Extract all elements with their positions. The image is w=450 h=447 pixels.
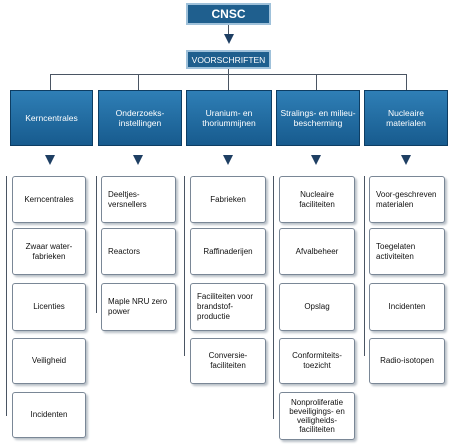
list-item: Voor-geschreven materialen — [369, 176, 445, 223]
drop-line-3 — [228, 74, 229, 90]
column-header-label: Onderzoeks-instellingen — [115, 108, 165, 128]
spine-col-4 — [273, 176, 274, 419]
spine-col-2 — [96, 176, 97, 313]
list-item: Raffinaderijen — [190, 228, 266, 275]
list-item-label: Nucleaire faciliteiten — [299, 189, 335, 209]
column-header-5: Nucleaire materialen — [364, 90, 448, 146]
list-item: Conformiteits-toezicht — [279, 338, 355, 384]
list-item: Kerncentrales — [12, 176, 86, 223]
list-item: Nonproliferatie beveiligings- en veiligh… — [279, 392, 355, 440]
column-header-1: Kerncentrales — [10, 90, 93, 146]
list-item: Conversie-faciliteiten — [190, 338, 266, 384]
list-item-label: Afvalbeheer — [295, 246, 339, 256]
arrow-down-icon — [401, 155, 411, 165]
column-header-3: Uranium- en thoriummijnen — [186, 90, 272, 146]
drop-line-1 — [50, 74, 51, 90]
list-item: Incidenten — [369, 283, 445, 331]
column-header-label: Kerncentrales — [25, 113, 78, 123]
list-item-label: Nonproliferatie beveiligings- en veiligh… — [289, 398, 345, 434]
level2-label: VOORSCHRIFTEN — [191, 54, 266, 65]
level2-connector — [228, 68, 229, 74]
list-item-label: Licenties — [33, 302, 65, 311]
list-item-label: Fabrieken — [210, 194, 246, 204]
arrow-down-icon — [133, 155, 143, 165]
list-item: Licenties — [12, 283, 86, 331]
list-item-label: Kerncentrales — [24, 194, 74, 204]
root-connector — [228, 25, 229, 35]
list-item-label: Toegelaten activiteiten — [376, 241, 416, 261]
column-header-2: Onderzoeks-instellingen — [98, 90, 182, 146]
drop-line-4 — [316, 74, 317, 90]
list-item-label: Radio-isotopen — [380, 356, 434, 365]
arrow-down-icon — [224, 34, 234, 44]
list-item: Veiligheid — [12, 338, 86, 384]
arrow-down-icon — [223, 155, 233, 165]
list-item: Opslag — [279, 283, 355, 331]
list-item: Zwaar water-fabrieken — [12, 228, 86, 275]
list-item: Afvalbeheer — [279, 228, 355, 275]
column-header-label: Uranium- en thoriummijnen — [202, 108, 256, 128]
drop-line-2 — [138, 74, 139, 90]
list-item: Radio-isotopen — [369, 338, 445, 384]
arrow-down-icon — [45, 155, 55, 165]
spine-col-1 — [6, 176, 7, 416]
list-item-label: Faciliteiten voor brandstof-productie — [197, 292, 254, 321]
list-item: Maple NRU zero power — [101, 283, 176, 331]
root-label: CNSC — [211, 7, 246, 21]
list-item-label: Reactors — [108, 246, 141, 256]
list-item-label: Incidenten — [30, 410, 68, 419]
column-header-4: Stralings- en milieu-bescherming — [276, 90, 360, 146]
list-item-label: Deeltjes-versnellers — [108, 189, 147, 209]
list-item-label: Incidenten — [388, 302, 426, 311]
list-item: Fabrieken — [190, 176, 266, 223]
list-item: Incidenten — [12, 392, 86, 438]
list-item-label: Maple NRU zero power — [108, 297, 168, 316]
drop-line-5 — [406, 74, 407, 90]
list-item: Nucleaire faciliteiten — [279, 176, 355, 223]
list-item-label: Zwaar water-fabrieken — [25, 241, 73, 261]
list-item: Deeltjes-versnellers — [101, 176, 176, 223]
spine-col-3 — [184, 176, 185, 356]
list-item: Faciliteiten voor brandstof-productie — [190, 283, 266, 331]
list-item: Reactors — [101, 228, 176, 275]
root-box: CNSC — [186, 3, 271, 25]
list-item-label: Voor-geschreven materialen — [376, 189, 437, 209]
spine-col-5 — [364, 176, 365, 356]
arrow-down-icon — [311, 155, 321, 165]
list-item-label: Veiligheid — [31, 356, 67, 365]
list-item: Toegelaten activiteiten — [369, 228, 445, 275]
column-header-label: Nucleaire materialen — [386, 108, 426, 128]
list-item-label: Raffinaderijen — [203, 246, 253, 256]
list-item-label: Conversie-faciliteiten — [208, 351, 248, 370]
list-item-label: Conformiteits-toezicht — [292, 351, 342, 370]
list-item-label: Opslag — [304, 302, 330, 311]
level2-box: VOORSCHRIFTEN — [186, 50, 271, 69]
column-header-label: Stralings- en milieu-bescherming — [280, 108, 356, 128]
